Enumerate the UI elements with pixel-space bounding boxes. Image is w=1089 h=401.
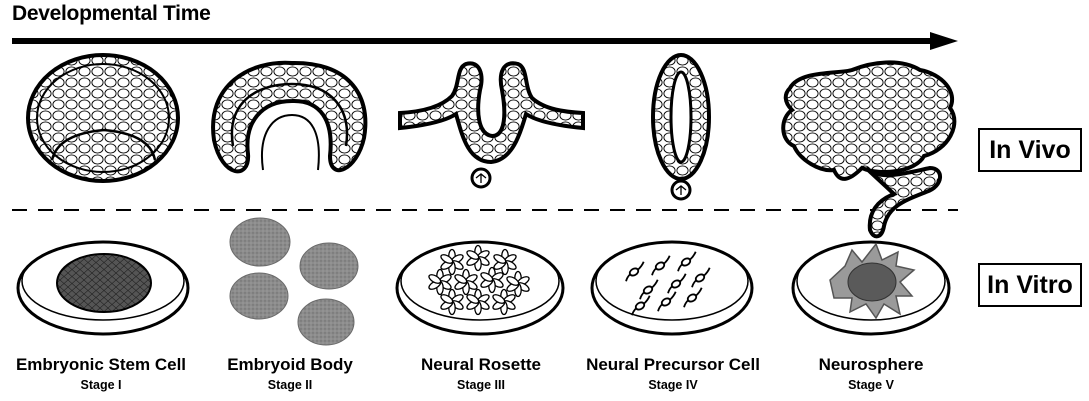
stage-2-number: Stage II	[268, 378, 312, 392]
stage-1-number: Stage I	[81, 378, 122, 392]
in-vivo-stage-3-neural-groove	[400, 63, 583, 187]
in-vivo-label: In Vivo	[978, 128, 1082, 172]
time-arrow	[12, 32, 958, 50]
es-cell-colony	[57, 254, 151, 312]
stage-5-number: Stage V	[848, 378, 894, 392]
stage-4-number: Stage IV	[648, 378, 697, 392]
in-vitro-stage-4-dish	[592, 242, 752, 334]
embryoid-body	[230, 273, 288, 319]
stage-5-name: Neurosphere	[819, 355, 924, 375]
in-vivo-stage-1-blastocyst	[28, 55, 178, 181]
stage-3-name: Neural Rosette	[421, 355, 541, 375]
embryoid-body	[300, 243, 358, 289]
in-vitro-stage-3-dish	[397, 242, 563, 334]
neurosphere-core	[848, 263, 896, 301]
in-vivo-stage-4-neural-tube	[653, 55, 709, 199]
embryoid-body	[230, 218, 290, 266]
stage-4-name: Neural Precursor Cell	[586, 355, 760, 375]
in-vitro-stage-5-dish	[793, 242, 949, 334]
stage-1-name: Embryonic Stem Cell	[16, 355, 186, 375]
in-vitro-stage-1-dish	[18, 242, 188, 334]
stage-3-number: Stage III	[457, 378, 505, 392]
stage-2-name: Embryoid Body	[227, 355, 353, 375]
embryoid-body	[298, 299, 354, 345]
in-vivo-stage-2-cup	[213, 63, 365, 172]
in-vitro-stage-2-embryoid-bodies	[230, 218, 358, 345]
in-vitro-label: In Vitro	[978, 263, 1082, 307]
